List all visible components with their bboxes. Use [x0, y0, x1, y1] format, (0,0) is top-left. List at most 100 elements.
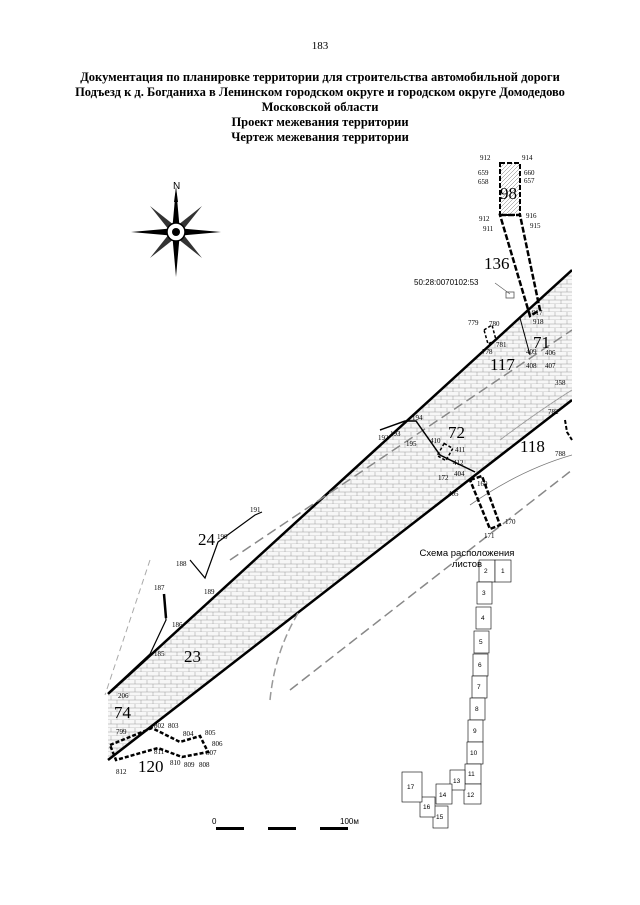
point-label: 804 — [183, 730, 194, 738]
point-label: 912 — [480, 154, 491, 162]
header-line-1: Документация по планировке территории дл… — [80, 70, 560, 84]
arc-right — [469, 454, 572, 506]
sheet-14: 14 — [435, 783, 453, 805]
svg-text:16: 16 — [423, 804, 431, 811]
scheme-title: Схема расположения листов — [402, 548, 532, 570]
point-label: 406 — [545, 349, 556, 357]
point-label: 190 — [217, 533, 228, 541]
point-label: 807 — [206, 749, 217, 757]
point-label: 782 — [548, 408, 559, 416]
svg-text:10: 10 — [470, 750, 478, 757]
point-label: 917 — [532, 309, 543, 317]
sheet-6: 6 — [472, 653, 489, 677]
point-label: 195 — [406, 440, 417, 448]
svg-text:9: 9 — [473, 728, 477, 735]
point-label: 188 — [176, 560, 187, 568]
sheet-5: 5 — [473, 630, 490, 654]
point-label: 812 — [116, 768, 127, 776]
point-label: 915 — [530, 222, 541, 230]
point-label: 170 — [505, 518, 516, 526]
point-label: 410 — [430, 437, 441, 445]
point-label: 806 — [212, 740, 223, 748]
parcel-number-120: 120 — [138, 757, 164, 776]
point-label: 809 — [184, 761, 195, 769]
point-label: 916 — [526, 212, 537, 220]
parcel-number-72: 72 — [448, 423, 465, 442]
parcel-number-23: 23 — [184, 647, 201, 666]
point-label-group: 912 914 659 660 658 657 912 916 911 915 … — [116, 154, 566, 776]
point-label: 803 — [168, 722, 179, 730]
svg-text:3: 3 — [482, 590, 486, 597]
red-line-upper — [107, 269, 572, 695]
sheet-13: 13 — [449, 769, 466, 791]
svg-text:8: 8 — [475, 706, 479, 713]
point-label: 914 — [522, 154, 533, 162]
sheet-1: 1 — [494, 559, 512, 583]
parcel-410-412 — [436, 442, 454, 462]
point-label: 185 — [154, 650, 165, 658]
boundary-71 — [519, 317, 531, 356]
point-label: 171 — [484, 532, 495, 540]
boundary-23-thick — [162, 593, 168, 619]
boundary-782 — [564, 419, 573, 441]
road-corridor — [108, 270, 572, 760]
parcel-number-136: 136 — [484, 254, 510, 273]
point-label: 811 — [154, 748, 165, 756]
point-label: 912 — [479, 215, 490, 223]
sheet-9: 9 — [467, 719, 484, 743]
point-label: 778 — [482, 348, 493, 356]
scale-bar: 0 100м — [212, 817, 359, 830]
page-number: 183 — [311, 40, 329, 52]
dashed-boundary-upper — [229, 329, 572, 561]
point-label: 193 — [390, 430, 401, 438]
parcel-number-117: 117 — [490, 355, 515, 374]
cadastral-box — [505, 291, 515, 299]
scheme-title-line-1: Схема расположения — [419, 548, 515, 559]
svg-text:14: 14 — [439, 792, 447, 799]
scale-end-label: 100м — [340, 817, 359, 826]
sheet-17: 17 — [401, 771, 423, 803]
sheet-10: 10 — [466, 741, 484, 765]
compass-rose-icon — [131, 187, 221, 277]
point-label: 412 — [453, 459, 464, 467]
parcel-number-24: 24 — [198, 530, 216, 549]
point-label: 779 — [468, 319, 479, 327]
arc-right-2 — [499, 389, 572, 441]
svg-text:12: 12 — [467, 792, 475, 799]
sheet-16: 16 — [419, 796, 436, 818]
svg-text:17: 17 — [407, 784, 415, 791]
point-label: 657 — [524, 177, 535, 185]
point-label: 660 — [524, 169, 535, 177]
sheet-8: 8 — [469, 697, 486, 721]
boundary-24 — [189, 511, 263, 580]
dashed-curve — [269, 609, 301, 701]
point-label: 799 — [116, 728, 127, 736]
point-label: 788 — [555, 450, 566, 458]
point-label: 408 — [526, 362, 537, 370]
document-header: Документация по планировке территории дл… — [40, 70, 600, 145]
point-label: 191 — [250, 506, 261, 514]
point-label: 187 — [154, 584, 165, 592]
point-label: 358 — [555, 379, 566, 387]
boundary-72 — [379, 420, 476, 473]
parcel-136-strip — [498, 213, 542, 318]
point-label: 808 — [199, 761, 210, 769]
parcel-779-781 — [483, 323, 497, 346]
point-label: 805 — [205, 729, 216, 737]
point-label: 911 — [483, 225, 494, 233]
point-label: 404 — [454, 470, 465, 478]
point-label: 411 — [455, 446, 466, 454]
header-line-2: Подъезд к д. Богданиха в Ленинском город… — [75, 85, 565, 99]
parcel-number-group: 98 136 71 117 72 118 24 23 74 120 — [114, 184, 550, 776]
point-label: 192 — [378, 434, 389, 442]
cadastral-leader — [494, 282, 511, 295]
point-label: 781 — [496, 341, 507, 349]
svg-text:15: 15 — [436, 814, 444, 821]
parcel-number-71: 71 — [533, 333, 550, 352]
north-label: N — [173, 181, 180, 192]
sheet-11: 11 — [464, 763, 482, 785]
scale-start-label: 0 — [212, 817, 217, 826]
point-label: 172 — [438, 474, 449, 482]
sheet-layout-scheme: 2 1 3 4 5 6 7 8 9 10 11 12 13 14 15 16 1… — [401, 559, 512, 829]
